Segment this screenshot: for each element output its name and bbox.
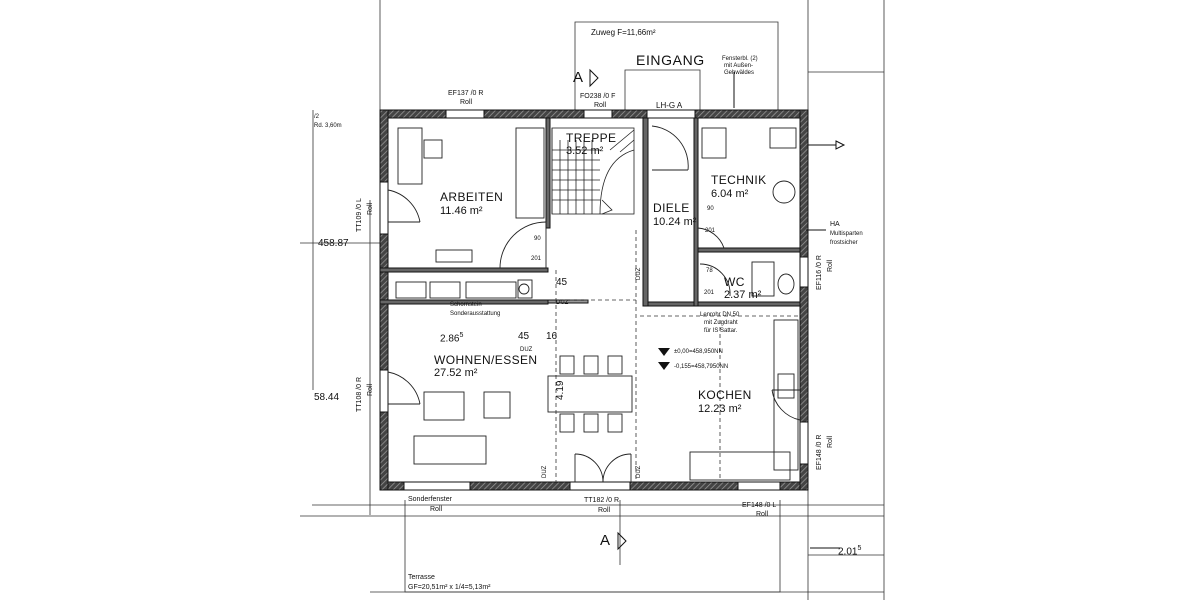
entrance-lhg: LH-G A	[656, 101, 683, 110]
room-diele-area: 10.24 m²	[653, 216, 697, 228]
dim-2-86: 2.865	[440, 332, 463, 344]
window-tt109-code: TT109 /0 L	[356, 198, 363, 232]
room-kochen-area: 12.23 m²	[698, 403, 742, 415]
dim-duz-4: DUZ	[636, 465, 642, 478]
window-ef137-type: Roll	[460, 99, 473, 106]
section-mark-bottom: A	[600, 532, 611, 549]
dim-duz-3: DUZ	[542, 465, 548, 478]
dim-duz-1: DUZ	[556, 300, 569, 306]
window-ef116-type: Roll	[827, 259, 834, 272]
dim-90-b: 90	[707, 206, 714, 212]
note-ha: HA	[830, 221, 840, 228]
note-terrasse-area: GF=20,51m² x 1/4=5,13m²	[408, 584, 491, 591]
furniture	[395, 127, 799, 481]
room-arbeiten-area: 11.46 m²	[440, 205, 483, 217]
note-level-2: -0,155=458,7950NN	[674, 364, 729, 370]
dim-left-58-44: 58.44	[314, 392, 340, 403]
window-ef148r-code: EF148 /0 R	[816, 434, 823, 470]
note-left-top-1: Rd. 3,60m	[314, 123, 342, 129]
entrance-title: EINGANG	[636, 52, 705, 68]
dim-2-01: 2.015	[838, 545, 861, 557]
window-ef148r-type: Roll	[827, 435, 834, 448]
dim-duz-5: DUZ	[520, 347, 533, 353]
windows	[379, 109, 809, 491]
entrance-note-3: Gehwäldes	[724, 70, 755, 76]
site-lines	[300, 0, 885, 600]
dim-45-b: 45	[518, 331, 530, 342]
window-fo238-code: FO238 /0 F	[580, 93, 616, 100]
window-ef148l-code: EF148 /0 L	[742, 502, 777, 509]
room-treppe-name: TREPPE	[566, 131, 617, 145]
dim-2-01-sup: 5	[857, 545, 862, 552]
note-left-top-2: /2	[314, 114, 320, 120]
room-kochen-name: KOCHEN	[698, 388, 752, 402]
level-markers	[658, 348, 670, 370]
dim-45: 45	[556, 277, 568, 288]
entrance-note-1: Fensterbl. (2)	[722, 56, 758, 62]
dim-2-86-sup: 5	[459, 332, 464, 339]
room-wc-name: WC	[724, 275, 745, 289]
window-sonderfenster-code: Sonderfenster	[408, 496, 452, 503]
staircase	[551, 127, 635, 215]
dim-duz-2: DUZ	[636, 267, 642, 280]
note-sonderausstattung: Sonderausstattung	[450, 311, 501, 317]
window-fo238-type: Roll	[594, 102, 607, 109]
room-technik-area: 6.04 m²	[711, 188, 749, 200]
note-lueftung-2: mit Zugdraht	[704, 320, 738, 326]
note-lueftung-3: für IS Sattar.	[704, 328, 738, 334]
note-terrasse: Terrasse	[408, 574, 435, 581]
window-tt182-type: Roll	[598, 507, 611, 514]
note-lueftung-1: Lenrohr DN 50	[700, 312, 740, 318]
dim-78: 78	[706, 268, 713, 274]
room-diele-name: DIELE	[653, 201, 690, 215]
window-tt182-code: TT182 /0 R	[584, 497, 620, 504]
arrows	[733, 72, 846, 549]
room-arbeiten-name: ARBEITEN	[440, 190, 504, 204]
dim-4-19: 4.19	[555, 380, 566, 400]
note-frostsicher: frostsicher	[830, 240, 858, 246]
room-wc-area: 2.37 m²	[724, 289, 762, 301]
interior-walls	[379, 117, 801, 307]
window-tt108-code: TT108 /0 R	[356, 376, 363, 412]
section-mark-top: A	[573, 69, 584, 86]
room-wohnen-area: 27.52 m²	[434, 367, 478, 379]
section-markers	[589, 68, 627, 551]
entrance-note-2: mit Außen-	[724, 63, 754, 69]
dim-16: 16	[546, 331, 558, 342]
dim-2-01-value: 2.01	[838, 546, 858, 558]
dim-201-a: 201	[531, 256, 542, 262]
note-schornstein: Schornstein	[450, 302, 482, 308]
window-ef116-code: EF116 /0 R	[816, 255, 823, 290]
room-treppe-area: 3.52 m²	[566, 145, 604, 157]
dim-201-c: 201	[704, 290, 715, 296]
window-ef137-code: EF137 /0 R	[448, 90, 484, 97]
dim-2-86-value: 2.86	[440, 333, 460, 345]
dim-left-458-87: 458.87	[318, 238, 349, 249]
window-tt108-type: Roll	[367, 383, 374, 396]
window-sonderfenster-type: Roll	[430, 506, 443, 513]
room-wohnen-name: WOHNEN/ESSEN	[434, 353, 538, 367]
dim-90-a: 90	[534, 236, 541, 242]
entrance-path-note: Zuweg F=11,66m²	[591, 28, 656, 37]
window-tt109-type: Roll	[367, 202, 374, 215]
doors	[387, 125, 801, 483]
dim-201-b: 201	[705, 228, 716, 234]
note-multisparten: Multisparten	[830, 231, 863, 237]
room-technik-name: TECHNIK	[711, 173, 767, 187]
note-level-1: ±0,00=458,950NN	[674, 349, 723, 355]
window-ef148l-type: Roll	[756, 511, 769, 518]
